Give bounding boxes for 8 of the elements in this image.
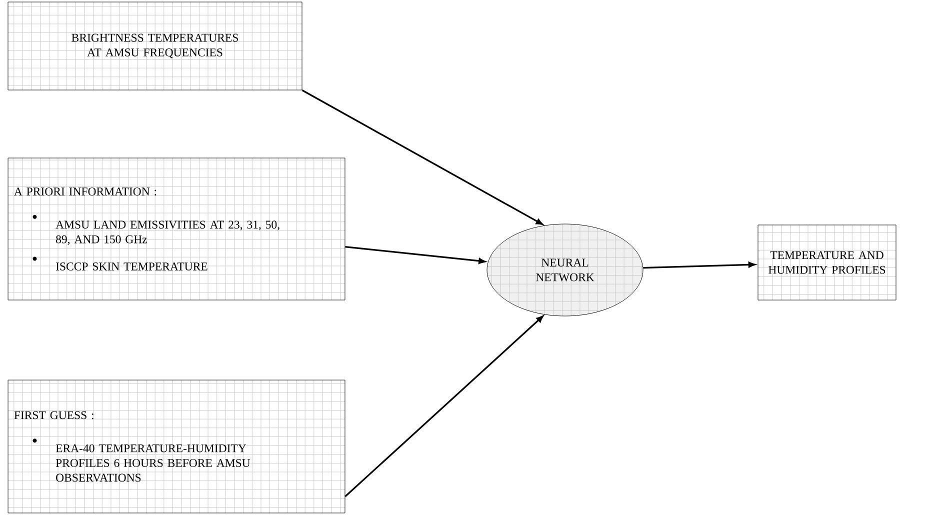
process-box: BRIGHTNESS TEMPERATURES AT AMSU FREQUENCIES	[8, 2, 302, 90]
arrow	[344, 316, 544, 498]
process-box: TEMPERATURE AND HUMIDITY PROFILES	[758, 224, 896, 300]
process-box: FIRST GUESS : ERA-40 TEMPERATURE-HUMIDITY PROFILES 6 HOURS BEFORE AMSU OBSERVATIONS	[8, 380, 346, 514]
arrow	[302, 90, 543, 225]
process-box: A PRIORI INFORMATION : AMSU LAND EMISSIVITIES AT 23, 31, 50, 89, AND 150 GHz ISCCP SKIN TEMPERATURE	[8, 158, 346, 300]
arrow	[345, 246, 486, 264]
arrow	[643, 262, 756, 269]
